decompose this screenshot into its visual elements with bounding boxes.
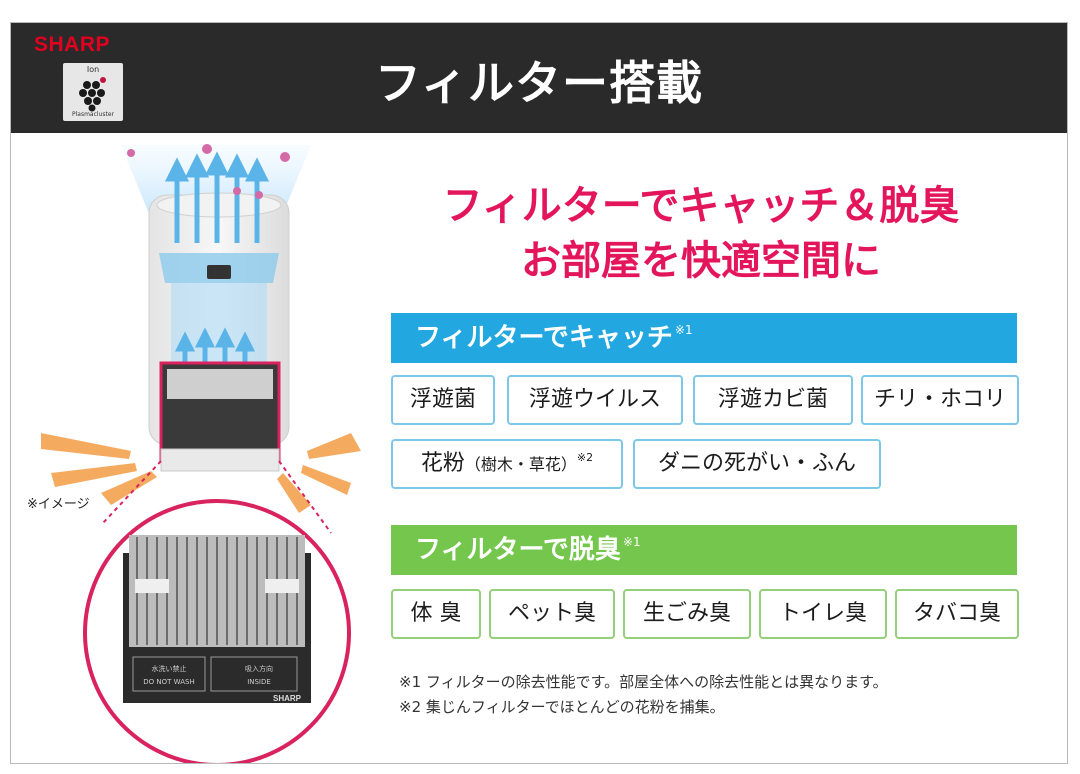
catch-section-mark: ※1	[674, 323, 693, 337]
deodor-section-mark: ※1	[622, 535, 641, 549]
badge-plasmacluster-text: Plasmacluster	[71, 111, 114, 118]
filter-label-jp: 水洗い禁止	[152, 664, 187, 673]
tag-pollen-mark: ※2	[576, 451, 594, 464]
tag-pet-odor: ペット臭	[489, 589, 615, 639]
catch-section-bar: フィルターでキャッチ※1	[391, 313, 1017, 363]
headline-line2: お部屋を快適空間に	[521, 238, 881, 284]
tag-mite: ダニの死がい・ふん	[633, 439, 881, 489]
header-bar: SHARP Ion Plasmacluster フィルター搭載	[11, 23, 1067, 133]
grape-icon	[79, 77, 106, 112]
tag-garbage-odor: 生ごみ臭	[623, 589, 751, 639]
deodor-section-title: フィルターで脱臭	[415, 535, 621, 565]
plasmacluster-badge-icon: Ion Plasmacluster	[63, 63, 123, 121]
tag-floating-virus: 浮遊ウイルス	[507, 375, 683, 425]
footnote-2: ※2 集じんフィルターでほとんどの花粉を捕集。	[399, 698, 725, 716]
ad-panel: SHARP Ion Plasmacluster フィルター搭載	[10, 22, 1068, 764]
tag-pollen-sub: （樹木・草花）	[464, 455, 577, 474]
sharp-logo: SHARP	[34, 33, 111, 56]
product-illustration: 水洗い禁止 DO NOT WASH 吸入方向 INSIDE SHARP	[41, 144, 361, 763]
tag-pollen-main: 花粉	[420, 451, 465, 476]
deodor-section-bar: フィルターで脱臭※1	[391, 525, 1017, 575]
badge-ion-text: Ion	[86, 65, 100, 74]
filter-label-en: DO NOT WASH	[143, 678, 194, 686]
tag-tobacco-odor: タバコ臭	[895, 589, 1019, 639]
filter-direction-en: INSIDE	[247, 678, 271, 686]
catch-section-title: フィルターでキャッチ	[415, 323, 673, 353]
tag-toilet-odor: トイレ臭	[759, 589, 887, 639]
tag-floating-bacteria: 浮遊菌	[391, 375, 495, 425]
page-title: フィルター搭載	[374, 56, 704, 110]
tag-body-odor: 体 臭	[391, 589, 481, 639]
footnote-1: ※1 フィルターの除去性能です。部屋全体への除去性能とは異なります。	[399, 673, 888, 691]
headline-line1: フィルターでキャッチ＆脱臭	[442, 183, 960, 229]
tag-floating-mold: 浮遊カビ菌	[693, 375, 853, 425]
tag-pollen: 花粉（樹木・草花）※2	[391, 439, 623, 489]
image-caption: ※イメージ	[27, 497, 90, 512]
control-panel	[207, 265, 231, 279]
filter-brand: SHARP	[273, 694, 302, 703]
tag-dust: チリ・ホコリ	[861, 375, 1019, 425]
filter-direction-jp: 吸入方向	[245, 664, 273, 673]
